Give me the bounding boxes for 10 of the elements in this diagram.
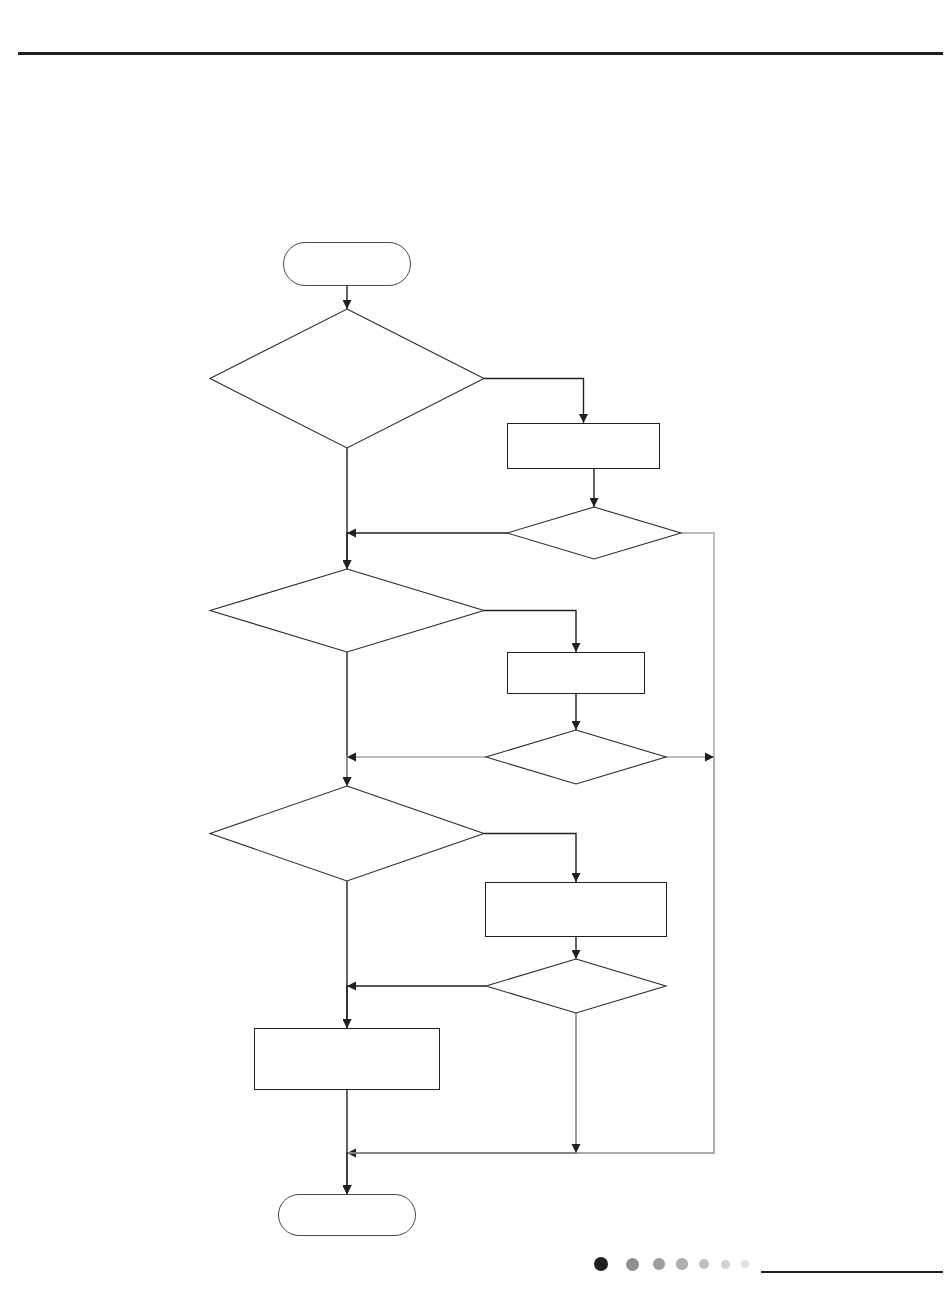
decision-diamond: [486, 730, 666, 784]
process-box: [507, 423, 660, 469]
decision-diamond: [210, 569, 484, 652]
process-box: [507, 652, 645, 694]
process-box: [485, 882, 667, 937]
decision-diamond: [507, 507, 681, 559]
decision-diamond: [486, 959, 666, 1013]
process-box: [254, 1028, 440, 1090]
decision-diamond: [210, 786, 484, 881]
decision-diamond: [210, 309, 484, 448]
